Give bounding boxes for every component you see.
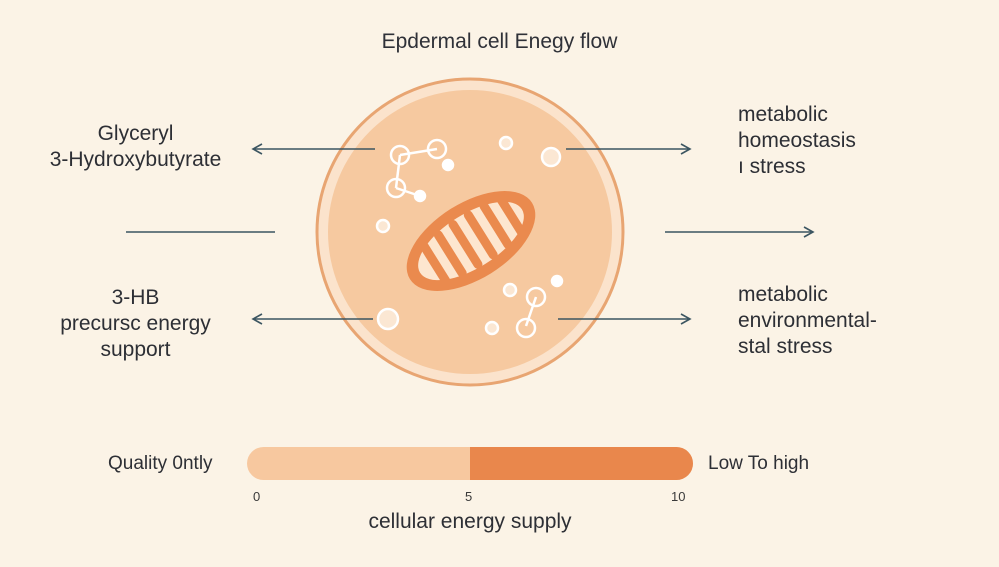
label-right-top-line: homeostasis — [738, 129, 856, 152]
label-left-bottom-line: support — [100, 338, 171, 361]
scale-left-label: Quality 0ntly — [108, 453, 213, 474]
particles — [375, 135, 562, 336]
scale-tick-10: 10 — [671, 489, 686, 504]
diagram-title: Epdermal cell Enegy flow — [381, 30, 618, 53]
scale-tick-0: 0 — [253, 489, 261, 504]
energy-bar-high-segment — [470, 447, 693, 480]
label-left-top: Glyceryl 3-Hydroxybutyrate — [28, 121, 243, 173]
molecule-bottom-right — [515, 274, 564, 339]
label-left-bottom-line: precursc energy — [60, 312, 211, 335]
scale-tick-5: 5 — [465, 489, 473, 504]
label-left-bottom-line: 3-HB — [111, 286, 160, 309]
label-left-top-line: Glyceryl — [97, 122, 174, 145]
energy-scale-bar — [247, 447, 693, 480]
label-right-top: metabolic homeostasis ı stress — [738, 102, 856, 180]
label-right-bottom: metabolic environmental- stal stress — [738, 282, 877, 360]
scale-right-label: Low To high — [708, 453, 810, 474]
mitochondrion — [406, 191, 536, 291]
label-right-bottom-line: stal stress — [738, 335, 833, 358]
label-left-bottom: 3-HB precursc energy support — [28, 285, 243, 363]
label-right-top-line: ı stress — [738, 155, 806, 178]
label-right-top-line: metabolic — [738, 103, 828, 126]
label-right-bottom-line: metabolic — [738, 283, 828, 306]
scale-caption: cellular energy supply — [368, 510, 572, 533]
label-left-top-line: 3-Hydroxybutyrate — [49, 148, 222, 171]
label-right-bottom-line: environmental- — [738, 309, 877, 332]
molecule-top-left — [385, 138, 455, 203]
